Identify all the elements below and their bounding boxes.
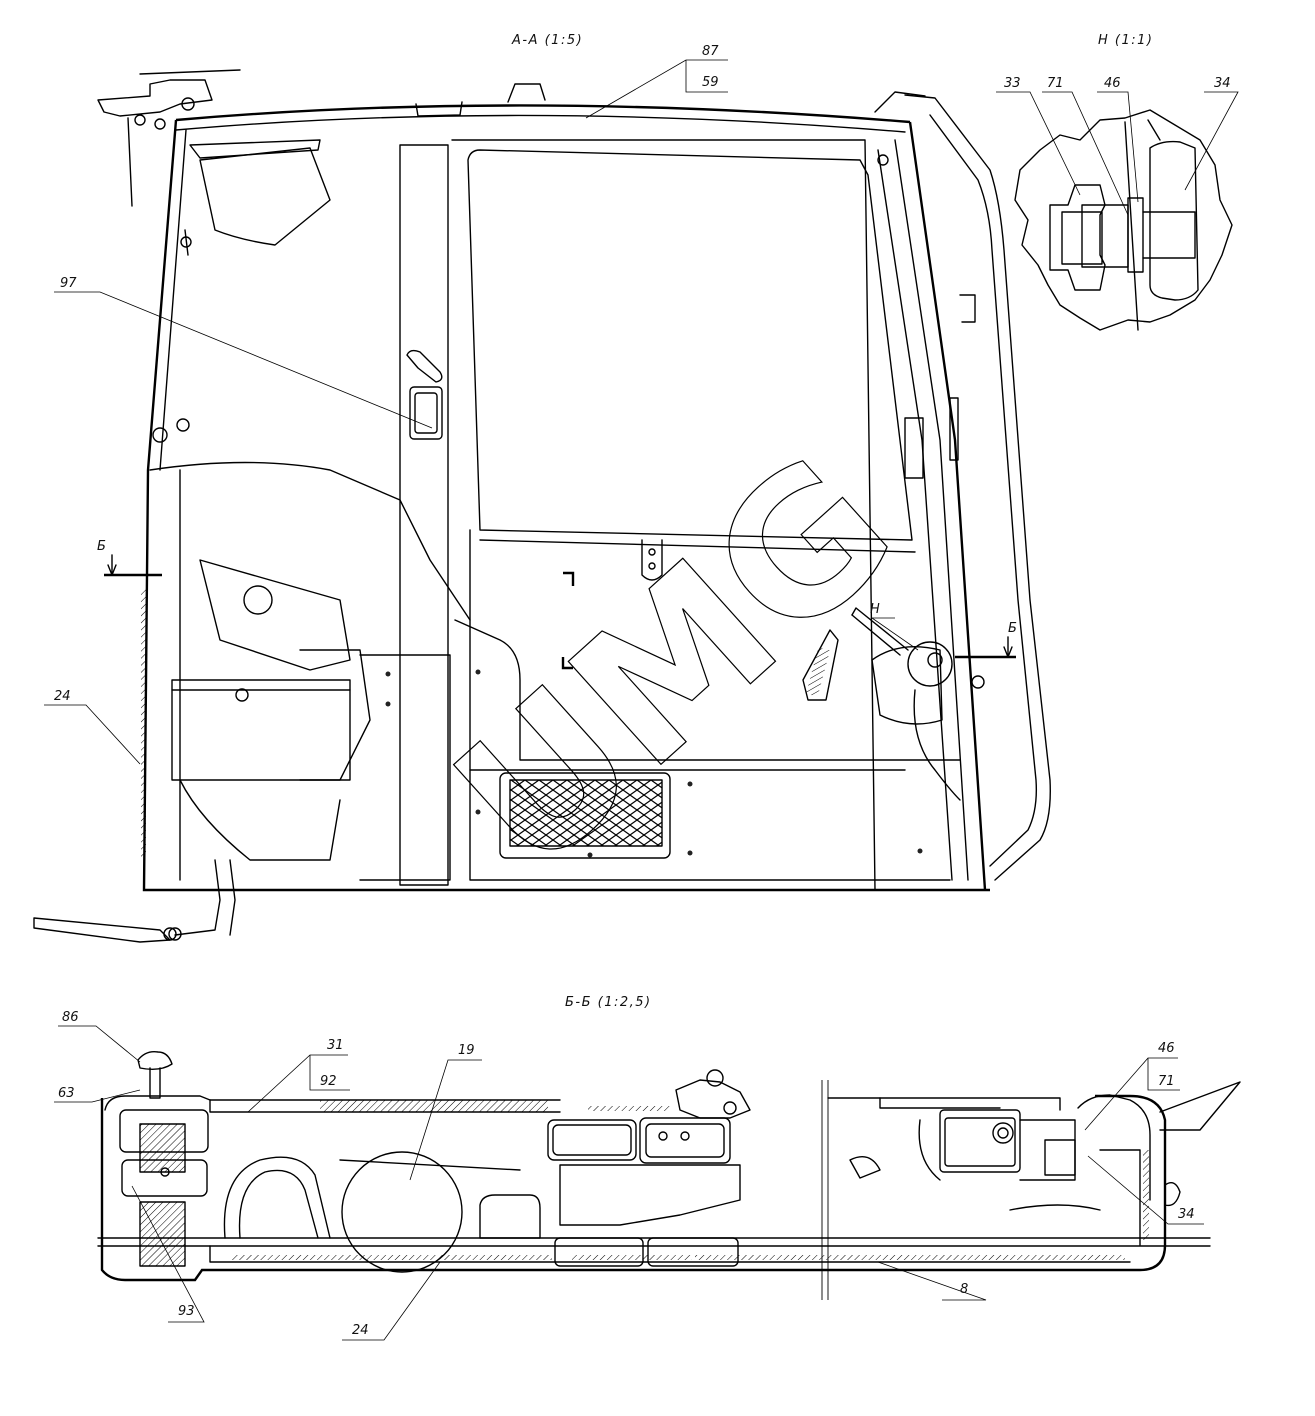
detail-h-title: Н (1:1) bbox=[1098, 33, 1153, 48]
detail-h-callouts: 33 71 46 34 bbox=[996, 76, 1239, 216]
callout-46-71: 46 71 bbox=[1084, 1041, 1180, 1131]
callout-92-label: 92 bbox=[320, 1074, 337, 1089]
callout-97-label: 97 bbox=[60, 276, 77, 291]
watermark-text: UMG bbox=[416, 414, 935, 912]
callout-34-bb: 34 bbox=[1087, 1155, 1204, 1225]
callout-8-label: 8 bbox=[960, 1282, 968, 1297]
callout-31-label: 31 bbox=[327, 1038, 344, 1053]
cut-b-right-label: Б bbox=[1008, 621, 1017, 636]
callout-87-59: 87 59 bbox=[585, 44, 728, 119]
section-aa-view: А-А (1:5) bbox=[33, 33, 1051, 943]
detail-callout-33-label: 33 bbox=[1004, 76, 1021, 91]
door-handle bbox=[406, 349, 443, 440]
section-aa-title: А-А (1:5) bbox=[511, 33, 583, 48]
callout-86: 86 bbox=[58, 1010, 141, 1063]
panel-details bbox=[561, 539, 961, 858]
callout-87-label: 87 bbox=[702, 44, 719, 59]
watermark: UMG bbox=[415, 414, 935, 914]
cut-line-bb: Б Б bbox=[97, 539, 1017, 659]
callout-97: 97 bbox=[54, 276, 433, 429]
callout-24-bb: 24 bbox=[342, 1261, 441, 1341]
callout-19: 19 bbox=[409, 1043, 482, 1181]
detail-callout-34-label: 34 bbox=[1214, 76, 1231, 91]
storage-net bbox=[499, 772, 671, 859]
callout-19-label: 19 bbox=[458, 1043, 475, 1058]
callout-71-bb-label: 71 bbox=[1158, 1074, 1175, 1089]
callout-31-92: 31 92 bbox=[247, 1038, 350, 1113]
callout-8: 8 bbox=[877, 1261, 987, 1301]
detail-h-marker-label: Н bbox=[870, 602, 880, 617]
callout-24-bb-label: 24 bbox=[352, 1323, 369, 1338]
left-mechanism bbox=[33, 139, 481, 943]
callout-63-label: 63 bbox=[58, 1086, 75, 1101]
callout-24-aa: 24 bbox=[44, 689, 141, 765]
callout-24-aa-label: 24 bbox=[54, 689, 71, 704]
right-frame-details bbox=[877, 154, 985, 689]
cut-b-left-label: Б bbox=[97, 539, 106, 554]
callout-93: 93 bbox=[131, 1185, 205, 1323]
detail-callout-46-label: 46 bbox=[1104, 76, 1121, 91]
door-window bbox=[399, 139, 961, 891]
section-bb-view: Б-Б (1:2,5) bbox=[54, 995, 1241, 1341]
top-left-bracket bbox=[97, 69, 241, 207]
section-bb-title: Б-Б (1:2,5) bbox=[565, 995, 652, 1010]
detail-h-marker: Н bbox=[870, 602, 953, 687]
callout-63: 63 bbox=[54, 1086, 141, 1103]
callout-59-label: 59 bbox=[702, 75, 719, 90]
callout-34-bb-label: 34 bbox=[1178, 1207, 1195, 1222]
callout-46-bb-label: 46 bbox=[1158, 1041, 1175, 1056]
callout-86-label: 86 bbox=[62, 1010, 79, 1025]
detail-h-view: Н (1:1) 33 71 46 34 bbox=[996, 33, 1239, 331]
detail-callout-71-label: 71 bbox=[1047, 76, 1064, 91]
callout-93-label: 93 bbox=[178, 1304, 195, 1319]
